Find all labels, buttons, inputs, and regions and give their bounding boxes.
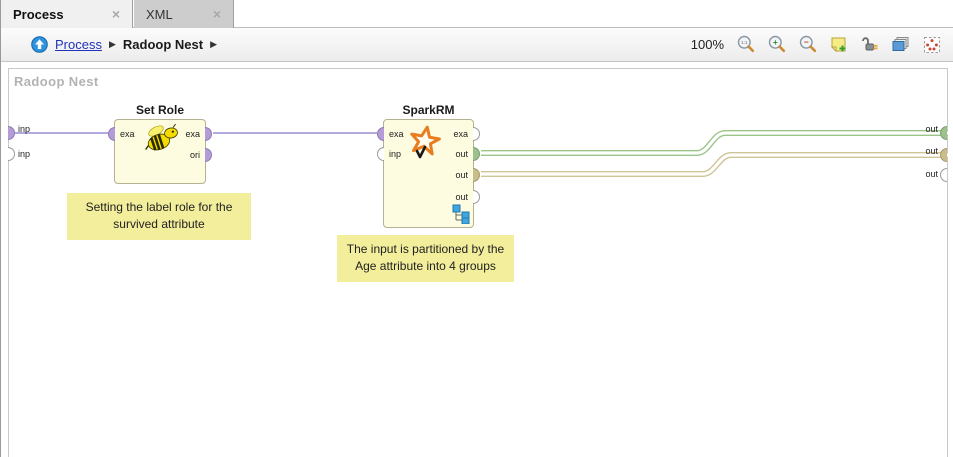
subprocess-icon[interactable] [452,204,470,225]
svg-text:1:1: 1:1 [741,40,748,45]
breadcrumb: Process ▶ Radoop Nest ▶ [31,36,217,53]
port-label: out [455,149,468,159]
operator-sparkrm[interactable]: SparkRM exa inp exa out out out [377,103,480,228]
tab-xml[interactable]: XML × [134,0,234,28]
set-role-exa-input-port[interactable] [108,127,115,141]
breadcrumb-current: Radoop Nest [122,37,204,52]
operator-set-role[interactable]: Set Role exa exa ori [108,103,212,184]
up-arrow-icon[interactable] [31,36,48,53]
zoom-fit-icon[interactable]: 1:1 [735,34,757,56]
add-note-icon[interactable] [828,34,850,56]
spark-star-icon [406,125,444,163]
tab-xml-label: XML [146,6,173,22]
breadcrumb-bar: Process ▶ Radoop Nest ▶ 100% 1:1 + − [1,28,953,62]
port-label: out [455,192,468,202]
canvas-paper [8,68,948,457]
arrange-layers-icon[interactable] [890,34,912,56]
fit-to-screen-icon[interactable] [921,34,943,56]
port-label: exa [120,129,135,139]
operator-name: Set Role [135,103,184,117]
svg-text:+: + [773,37,778,47]
note-sparkrm[interactable]: The input is partitioned by the Age attr… [337,235,514,282]
svg-text:−: − [804,37,809,47]
port-label: exa [389,129,404,139]
nest-output-port-3[interactable] [940,168,947,182]
sparkrm-exa-input-port[interactable] [377,127,384,141]
nest-output-port-2[interactable] [940,148,947,162]
chevron-right-icon: ▶ [210,39,217,49]
close-icon[interactable]: × [111,6,120,22]
zoom-out-icon[interactable]: − [797,34,819,56]
sparkrm-inp-input-port[interactable] [377,147,384,161]
canvas-toolbar: 100% 1:1 + − [691,34,943,56]
hive-bee-icon [143,123,179,155]
port-label: inp [18,149,31,159]
port-label: exa [453,129,468,139]
port-label: out [925,124,938,134]
port-label: out [455,170,468,180]
breadcrumb-link-process[interactable]: Process [55,37,102,52]
tab-bar: Process × XML × [1,0,953,28]
operator-name: SparkRM [402,103,455,117]
tab-process[interactable]: Process × [1,0,133,28]
note-set-role[interactable]: Setting the label role for the survived … [67,193,251,240]
port-label: exa [185,129,200,139]
port-label: out [925,169,938,179]
process-canvas[interactable]: Radoop Nest inp inp out out out Set Role… [1,62,953,457]
zoom-level: 100% [690,37,724,52]
close-icon[interactable]: × [212,6,221,22]
tab-process-label: Process [13,6,64,22]
nest-watermark: Radoop Nest [14,74,99,89]
chevron-right-icon: ▶ [108,39,116,49]
port-label: ori [189,150,200,160]
rewire-plug-icon[interactable] [859,34,881,56]
connection-wires [12,130,948,177]
nest-output-port-1[interactable] [940,126,947,140]
port-label: inp [389,149,402,159]
port-label: inp [18,124,31,134]
zoom-in-icon[interactable]: + [766,34,788,56]
port-label: out [925,146,938,156]
